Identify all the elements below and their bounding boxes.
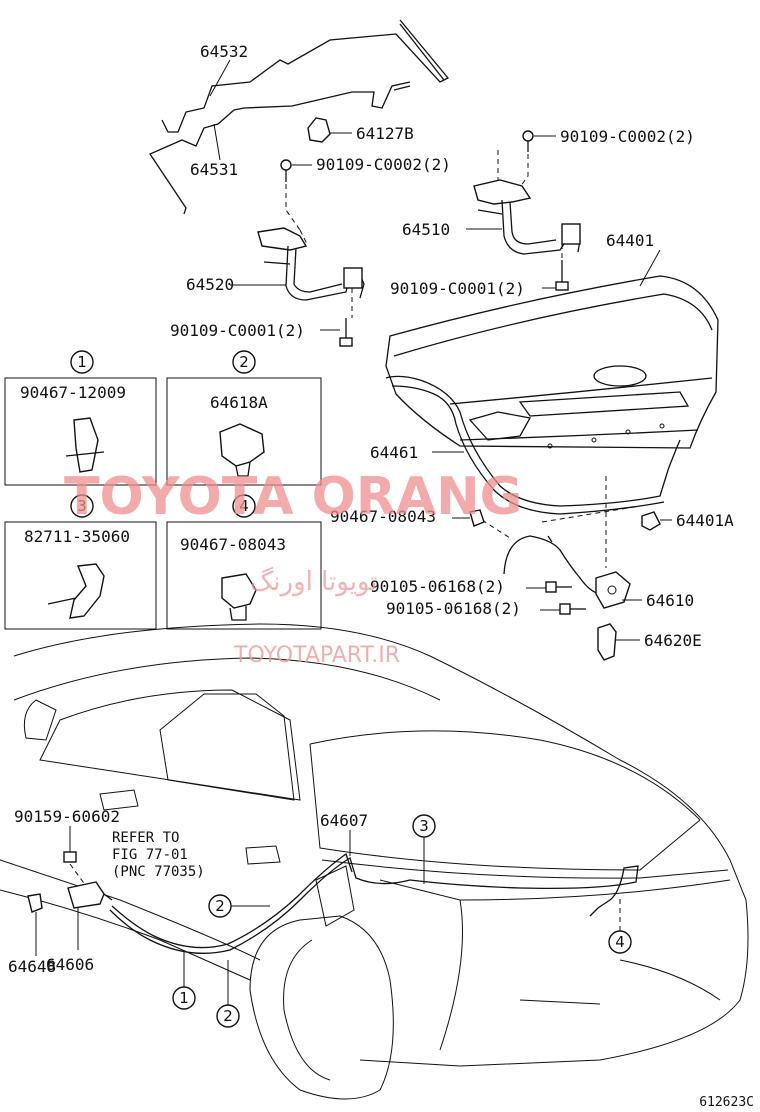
label-bolt-90109-C0001-left: 90109-C0001(2) [170, 321, 305, 340]
release-lever-64606-icon [67, 881, 113, 909]
label-64610: 64610 [646, 591, 694, 610]
lock-64610-icon [503, 535, 631, 609]
nut-90159-icon [63, 851, 77, 863]
detail-box-1: 1 90467-12009 [4, 350, 157, 486]
label-64532: 64532 [200, 42, 248, 61]
release-cable-64607-icon [109, 852, 639, 954]
stopper-64127B-icon [307, 117, 331, 143]
clip-icon [469, 509, 485, 527]
car-body-icon [0, 623, 749, 1100]
label-64127B: 64127B [356, 124, 414, 143]
label-bolt-90109-C0001-right: 90109-C0001(2) [390, 279, 525, 298]
label-64461: 64461 [370, 443, 418, 462]
bolt-icon [559, 603, 586, 615]
detail-part-90467-12009: 90467-12009 [20, 383, 126, 402]
label-bolt-90109-C0002-left: 90109-C0002(2) [316, 155, 451, 174]
bolt-icon [555, 260, 569, 291]
detail-index-2: 2 [239, 353, 249, 371]
watermark-brand: TOYOTA ORANG [64, 467, 522, 527]
callout-2a: 2 [208, 894, 270, 918]
label-64606: 64606 [46, 955, 94, 974]
label-bolt-90109-C0002-right: 90109-C0002(2) [560, 127, 695, 146]
label-64620E: 64620E [644, 631, 702, 650]
torsion-bar-64532 [161, 19, 450, 133]
callout-3: 3 [412, 814, 436, 884]
watermark-persian: تویوتا اورنگ [250, 566, 378, 597]
detail-part-64618A: 64618A [210, 393, 268, 412]
detail-part-82711-35060: 82711-35060 [24, 527, 130, 546]
hinge-64520-icon [257, 227, 365, 301]
clip-64648-icon [27, 893, 43, 913]
svg-text:3: 3 [419, 817, 429, 835]
torsion-bar-64531 [149, 81, 411, 215]
reference-code: 612623C [699, 1095, 754, 1110]
detail-box-3: 3 82711-35060 [4, 494, 157, 630]
callout-2b: 2 [216, 960, 240, 1028]
label-64607: 64607 [320, 811, 368, 830]
detail-index-1: 1 [77, 353, 87, 371]
label-64401: 64401 [606, 231, 654, 250]
detail-index-3: 3 [77, 497, 87, 515]
refer-note-line-3: (PNC 77035) [112, 864, 205, 880]
detail-box-4: 4 90467-08043 [166, 494, 322, 630]
label-64648: 64648 [8, 957, 56, 976]
bolt-icon [339, 318, 353, 347]
bolt-icon [280, 159, 292, 182]
detail-index-4: 4 [239, 497, 249, 515]
detail-box-2: 2 64618A [166, 350, 322, 486]
label-bolt-90105-06168-b: 90105-06168(2) [386, 599, 521, 618]
weatherstrip-64461-icon [385, 375, 681, 515]
bolt-icon [545, 581, 572, 593]
callout-4: 4 [608, 898, 632, 954]
svg-text:1: 1 [179, 989, 189, 1007]
trunk-lid-64401-icon [385, 275, 719, 449]
watermark-url: TOYOTAPART.IR [233, 643, 400, 668]
detail-part-90467-08043: 90467-08043 [180, 535, 286, 554]
label-64520: 64520 [186, 275, 234, 294]
svg-text:2: 2 [223, 1007, 233, 1025]
bumper-64401A-icon [641, 511, 661, 531]
hinge-64510-icon [473, 179, 581, 255]
svg-text:2: 2 [215, 897, 225, 915]
label-64531: 64531 [190, 160, 238, 179]
bolt-icon [522, 130, 534, 152]
callout-1: 1 [172, 952, 196, 1010]
label-clip-90467-08043: 90467-08043 [330, 507, 436, 526]
label-90159-60602: 90159-60602 [14, 807, 120, 826]
label-64401A: 64401A [676, 511, 734, 530]
refer-note-line-1: REFER TO [112, 830, 179, 846]
label-bolt-90105-06168-a: 90105-06168(2) [370, 577, 505, 596]
svg-text:4: 4 [615, 933, 625, 951]
label-64510: 64510 [402, 220, 450, 239]
refer-note-line-2: FIG 77-01 [112, 847, 188, 863]
striker-64620E-icon [597, 623, 617, 661]
